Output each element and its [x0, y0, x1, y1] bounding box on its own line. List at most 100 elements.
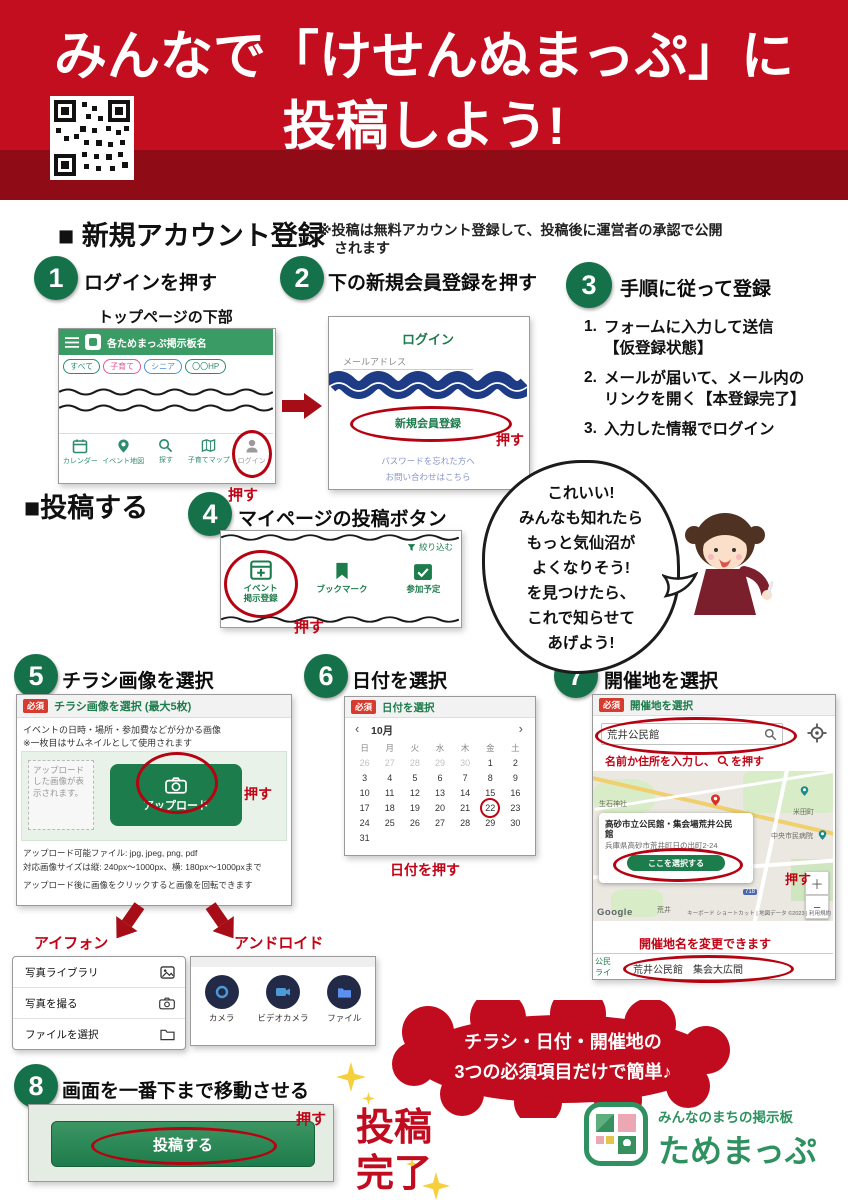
search-icon[interactable]: [764, 728, 777, 741]
calendar-day[interactable]: 6: [437, 772, 443, 783]
calendar-day[interactable]: 28: [460, 817, 471, 828]
calendar-day[interactable]: 14: [460, 787, 471, 798]
calendar-day[interactable]: 29: [485, 817, 496, 828]
calendar-day[interactable]: 23: [510, 802, 521, 813]
filter-chip-hp[interactable]: 〇〇HP: [185, 359, 227, 374]
calendar-day[interactable]: 10: [359, 787, 370, 798]
upload-button[interactable]: アップロード: [110, 764, 242, 826]
calendar-day[interactable]: 31: [359, 832, 370, 843]
step8-screenshot: 投稿する: [28, 1104, 334, 1182]
step3-item-number: 1.: [584, 318, 597, 335]
nav-item-kids-map[interactable]: 子育てマップ: [187, 434, 230, 482]
event-post-button[interactable]: イベント掲示登録: [229, 557, 292, 604]
upload-button-label: アップロード: [143, 800, 209, 812]
step3-instruction-list: 1. フォームに入力して送信 【仮登録状態】 2. メールが届いて、メール内の …: [584, 318, 834, 441]
nav-item-calendar[interactable]: カレンダー: [59, 434, 102, 482]
calendar-day[interactable]: 5: [412, 772, 418, 783]
qr-code: [50, 96, 134, 180]
blob-line1: チラシ・日付・開催地の: [464, 1032, 662, 1052]
venue-panel-title: 開催地を選択: [630, 699, 694, 712]
submit-button[interactable]: 投稿する: [51, 1121, 315, 1167]
android-camera-item[interactable]: カメラ: [193, 975, 251, 1045]
calendar-day[interactable]: 11: [385, 787, 395, 798]
attend-plan-button[interactable]: 参加予定: [392, 557, 455, 604]
calendar-day[interactable]: 2: [512, 757, 518, 768]
calendar-day-header: 金: [486, 743, 495, 753]
attend-plan-label: 参加予定: [406, 584, 441, 594]
photos-icon: [160, 965, 175, 979]
venue-search-input[interactable]: 荒井公民館: [601, 723, 783, 745]
calendar-day-selected[interactable]: 22: [478, 800, 503, 815]
nav-item-event-map[interactable]: イベント地図: [102, 434, 145, 482]
bookmark-button[interactable]: ブックマーク: [310, 557, 373, 604]
calendar-day[interactable]: 7: [462, 772, 468, 783]
filter-chip-all[interactable]: すべて: [63, 359, 101, 374]
zoom-in-button[interactable]: ＋: [805, 871, 829, 895]
bubble-line: もっと気仙沼が: [526, 535, 636, 552]
calendar-day[interactable]: 30: [510, 817, 521, 828]
select-here-button[interactable]: ここを選択する: [627, 855, 725, 871]
calendar-day: [453, 830, 478, 845]
calendar-day[interactable]: 26: [409, 817, 420, 828]
calendar-day[interactable]: 18: [384, 802, 395, 813]
map-view[interactable]: 生石神社 米田町 中央市民病院 荒井 718 高砂市立公民館・集会場荒井公民 館…: [593, 771, 833, 921]
step1-number: 1: [34, 256, 78, 300]
calendar-day[interactable]: 27: [434, 817, 445, 828]
calendar-day[interactable]: 24: [359, 817, 370, 828]
calendar-day[interactable]: 25: [384, 817, 395, 828]
filter-chip-senior[interactable]: シニア: [144, 359, 183, 374]
iphone-item-label: 写真を撮る: [25, 997, 78, 1010]
hamburger-menu-icon[interactable]: [65, 336, 79, 348]
nav-item-login[interactable]: ログイン: [230, 434, 273, 482]
calendar-day[interactable]: 26: [359, 757, 370, 768]
sparkle-star: [336, 1062, 366, 1092]
iphone-choose-file-item[interactable]: ファイルを選択: [13, 1019, 185, 1049]
calendar-day: [503, 830, 528, 845]
android-camcorder-item[interactable]: ビデオカメラ: [254, 975, 312, 1045]
calendar-day[interactable]: 4: [387, 772, 393, 783]
calendar-day[interactable]: 1: [487, 757, 493, 768]
bottom-nav-bar: カレンダー イベント地図 探す 子育てマップ ログイン: [59, 433, 273, 482]
calendar-day[interactable]: 16: [510, 787, 521, 798]
calendar-day[interactable]: 17: [359, 802, 370, 813]
zoom-out-button[interactable]: −: [805, 895, 829, 919]
calendar-day[interactable]: 3: [362, 772, 368, 783]
poster-title-line2: 投稿しよう!: [282, 97, 566, 156]
calendar-day[interactable]: 13: [434, 787, 445, 798]
calendar-day[interactable]: 20: [434, 802, 445, 813]
done-line2: 完了: [356, 1153, 433, 1195]
calendar-prev-button[interactable]: ‹: [355, 721, 360, 736]
nav-label-search: 探す: [158, 457, 173, 464]
down-left-arrow: [116, 902, 145, 939]
iphone-photo-library-item[interactable]: 写真ライブラリ: [13, 957, 185, 988]
calendar-day: [377, 830, 402, 845]
calendar-day[interactable]: 27: [384, 757, 395, 768]
filter-link[interactable]: 絞り込む: [407, 541, 453, 553]
bubble-line: みんなも知れたら: [518, 510, 643, 527]
calendar-day[interactable]: 9: [512, 772, 518, 783]
calendar-day[interactable]: 29: [434, 757, 445, 768]
locate-icon[interactable]: [807, 723, 827, 743]
calendar-day[interactable]: 21: [460, 802, 471, 813]
android-files-item[interactable]: ファイル: [315, 975, 373, 1045]
calendar-day[interactable]: 28: [409, 757, 420, 768]
calendar-day[interactable]: 30: [460, 757, 471, 768]
email-field-underline[interactable]: [343, 369, 473, 370]
calendar-day[interactable]: 15: [485, 787, 496, 798]
calendar-day[interactable]: 8: [487, 772, 493, 783]
calendar-next-button[interactable]: ›: [518, 721, 523, 736]
contact-link[interactable]: お問い合わせはこちら: [385, 472, 471, 482]
calendar-day[interactable]: 12: [409, 787, 420, 798]
upload-placeholder-box: アップロードした画像が表示されます。: [28, 760, 94, 830]
filter-chip-kids[interactable]: 子育て: [103, 359, 142, 374]
tear-wave-line: [221, 616, 459, 623]
venue-name-row[interactable]: 公民 ライ 荒井公民館 集会大広間: [593, 953, 833, 983]
email-field-label: メールアドレス: [343, 357, 407, 367]
register-button[interactable]: 新規会員登録: [395, 418, 461, 430]
forgot-password-link[interactable]: パスワードを忘れた方へ: [381, 456, 475, 466]
nav-item-search[interactable]: 探す: [145, 434, 188, 482]
calendar-day[interactable]: 19: [409, 802, 420, 813]
iphone-take-photo-item[interactable]: 写真を撮る: [13, 988, 185, 1019]
step1-caption: トップページの下部: [98, 309, 233, 326]
